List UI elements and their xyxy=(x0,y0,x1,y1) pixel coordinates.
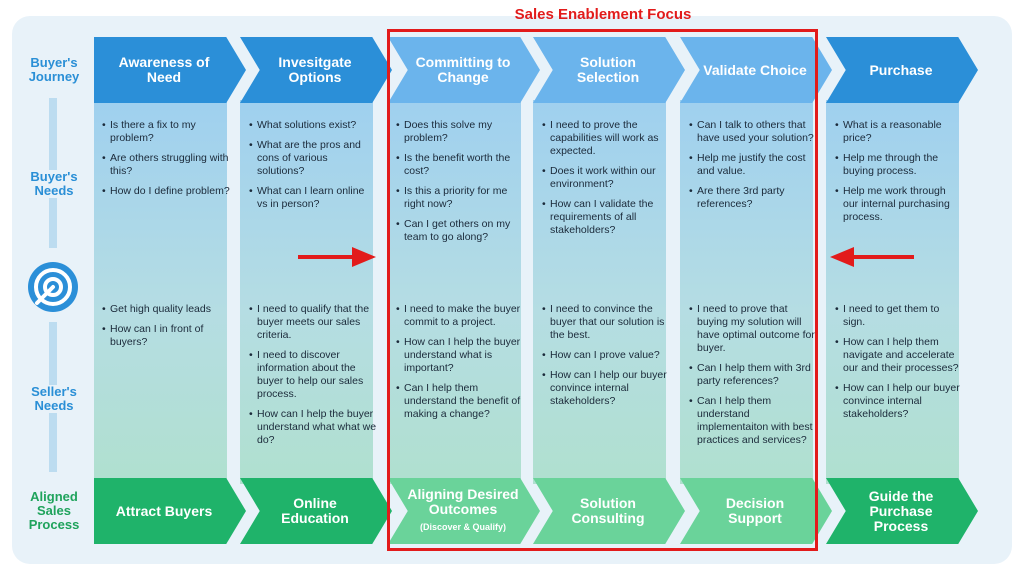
row-label-seller-needs: Seller's Needs xyxy=(14,385,94,413)
list-item: Get high quality leads xyxy=(102,303,230,316)
list-item: Can I get others on my team to go along? xyxy=(396,218,524,244)
list-item: How can I help our buyer convince intern… xyxy=(542,369,670,408)
red-right-arrow-icon xyxy=(298,247,376,267)
list-item: What is a reasonable price? xyxy=(835,119,963,145)
list-item: I need to make the buyer commit to a pro… xyxy=(396,303,524,329)
list-item: Can I help them with 3rd party reference… xyxy=(689,362,817,388)
list-item: What are the pros and cons of various so… xyxy=(249,139,377,178)
buyer-needs-list-2: What solutions exist? What are the pros … xyxy=(249,119,377,218)
list-item: Is there a fix to my problem? xyxy=(102,119,230,145)
process-label: Online Education xyxy=(281,495,349,526)
journey-stage-6: Purchase xyxy=(826,37,978,103)
list-item: I need to get them to sign. xyxy=(835,303,963,329)
seller-needs-list-1: Get high quality leads How can I in fron… xyxy=(102,303,230,356)
row-label-journey: Buyer's Journey xyxy=(28,55,80,84)
seller-needs-list-6: I need to get them to sign. How can I he… xyxy=(835,303,963,428)
list-item: Does this solve my problem? xyxy=(396,119,524,145)
list-item: Help me through the buying process. xyxy=(835,152,963,178)
row-label-buyer-needs: Buyer's Needs xyxy=(14,170,94,198)
target-logo-icon xyxy=(28,262,78,312)
seller-needs-list-4: I need to convince the buyer that our so… xyxy=(542,303,670,415)
seller-needs-list-3: I need to make the buyer commit to a pro… xyxy=(396,303,524,428)
seller-needs-list-5: I need to prove that buying my solution … xyxy=(689,303,817,454)
list-item: I need to convince the buyer that our so… xyxy=(542,303,670,342)
sales-enablement-focus-box xyxy=(387,29,818,551)
buyer-needs-list-5: Can I talk to others that have used your… xyxy=(689,119,817,218)
list-item: What solutions exist? xyxy=(249,119,377,132)
red-left-arrow-icon xyxy=(830,247,914,267)
list-item: Is this a priority for me right now? xyxy=(396,185,524,211)
list-item: Is the benefit worth the cost? xyxy=(396,152,524,178)
list-item: What can I learn online vs in person? xyxy=(249,185,377,211)
list-item: I need to discover information about the… xyxy=(249,349,377,401)
list-item: Are others struggling with this? xyxy=(102,152,230,178)
list-item: Help me work through our internal purcha… xyxy=(835,185,963,224)
process-stage-5: Decision Support xyxy=(680,478,832,544)
process-stage-3: Aligning Desired Outcomes (Discover & Qu… xyxy=(388,478,540,544)
process-label: Guide the Purchase Process xyxy=(868,487,934,534)
list-item: Can I help them understand the benefit o… xyxy=(396,382,524,421)
list-item: How can I help them navigate and acceler… xyxy=(835,336,963,375)
column-bg xyxy=(533,100,666,484)
process-label: Aligning Desired Outcomes xyxy=(407,486,519,517)
list-item: How can I validate the requirements of a… xyxy=(542,198,670,237)
list-item: Can I help them understand implementaito… xyxy=(689,395,817,447)
list-item: Are there 3rd party references? xyxy=(689,185,817,211)
list-item: Does it work within our environment? xyxy=(542,165,670,191)
process-stage-2: Online Education xyxy=(240,478,392,544)
journey-stage-5: Validate Choice xyxy=(680,37,832,103)
list-item: How can I help the buyer understand what… xyxy=(396,336,524,375)
journey-stage-3: Committing to Change xyxy=(388,37,540,103)
list-item: How can I prove value? xyxy=(542,349,670,362)
list-item: How can I in front of buyers? xyxy=(102,323,230,349)
buyer-needs-list-4: I need to prove the capabilities will wo… xyxy=(542,119,670,244)
process-stage-4: Solution Consulting xyxy=(533,478,685,544)
process-stage-6: Guide the Purchase Process xyxy=(826,478,978,544)
buyer-needs-list-3: Does this solve my problem? Is the benef… xyxy=(396,119,524,251)
list-item: I need to qualify that the buyer meets o… xyxy=(249,303,377,342)
process-sublabel: (Discover & Qualify) xyxy=(419,522,507,532)
list-item: How can I help our buyer convince intern… xyxy=(835,382,963,421)
list-item: How do I define problem? xyxy=(102,185,230,198)
list-item: Can I talk to others that have used your… xyxy=(689,119,817,145)
process-stage-1: Attract Buyers xyxy=(94,478,246,544)
journey-stage-4: Solution Selection xyxy=(533,37,685,103)
process-label: Attract Buyers xyxy=(115,502,213,519)
journey-stage-2: Invesitgate Options xyxy=(240,37,392,103)
buyer-needs-list-6: What is a reasonable price? Help me thro… xyxy=(835,119,963,231)
buyer-needs-list-1: Is there a fix to my problem? Are others… xyxy=(102,119,230,205)
list-item: I need to prove that buying my solution … xyxy=(689,303,817,355)
seller-needs-list-2: I need to qualify that the buyer meets o… xyxy=(249,303,377,454)
list-item: Help me justify the cost and value. xyxy=(689,152,817,178)
list-item: How can I help the buyer understand what… xyxy=(249,408,377,447)
journey-stage-1: Awareness of Need xyxy=(94,37,246,103)
row-label-process: Aligned Sales Process xyxy=(28,489,80,532)
process-label: Decision Support xyxy=(725,495,785,526)
list-item: I need to prove the capabilities will wo… xyxy=(542,119,670,158)
process-label: Solution Consulting xyxy=(571,495,645,526)
focus-title: Sales Enablement Focus xyxy=(514,6,692,23)
